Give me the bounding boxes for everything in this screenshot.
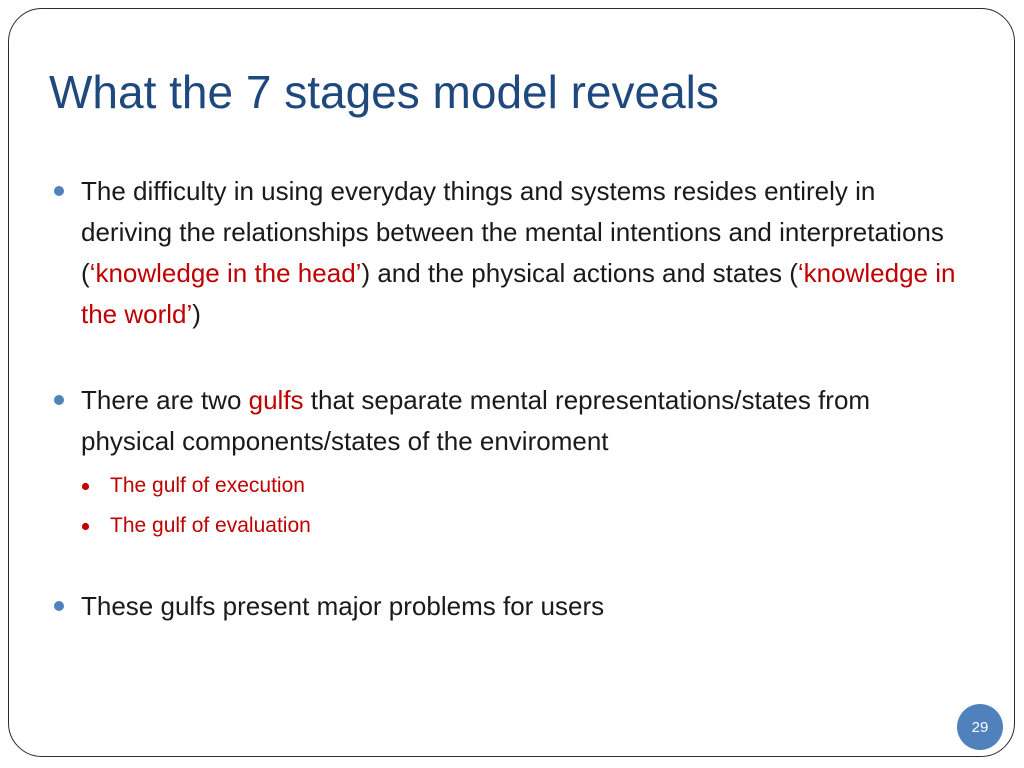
- sub-bullet-text: The gulf of execution: [110, 474, 305, 497]
- sub-bullet-item: The gulf of execution: [81, 466, 971, 506]
- sub-bullet-dot-icon: [81, 522, 90, 531]
- bullet-dot-icon: [54, 601, 64, 611]
- bullet-text: There are two: [81, 385, 249, 415]
- slide: What the 7 stages model reveals The diff…: [8, 8, 1015, 757]
- bullet-item: These gulfs present major problems for u…: [51, 586, 971, 627]
- sub-bullet-list: The gulf of execution The gulf of evalua…: [81, 466, 971, 546]
- highlight-knowledge-world: ‘knowledge in the world’: [81, 258, 956, 329]
- highlight-gulfs: gulfs: [248, 385, 304, 415]
- bullet-text: that separate mental representations/sta…: [81, 385, 871, 456]
- bullet-dot-icon: [54, 395, 64, 405]
- sub-bullet-item: The gulf of evaluation: [81, 506, 971, 546]
- bullet-text: These gulfs present major problems for u…: [81, 591, 605, 621]
- sub-bullet-dot-icon: [81, 482, 90, 491]
- bullet-dot-icon: [54, 186, 64, 196]
- bullet-text: The difficulty in using everyday things …: [81, 176, 944, 288]
- bullet-list: The difficulty in using everyday things …: [51, 171, 971, 627]
- sub-bullet-text: The gulf of evaluation: [110, 514, 311, 537]
- highlight-knowledge-head: ‘knowledge in the head’: [89, 258, 362, 288]
- slide-title: What the 7 stages model reveals: [49, 66, 719, 118]
- bullet-item: There are two gulfs that separate mental…: [51, 380, 971, 546]
- page-number-badge: 29: [957, 704, 1003, 750]
- bullet-item: The difficulty in using everyday things …: [51, 171, 971, 335]
- bullet-text: ) and the physical actions and states (: [361, 258, 798, 288]
- bullet-text: ): [192, 299, 201, 329]
